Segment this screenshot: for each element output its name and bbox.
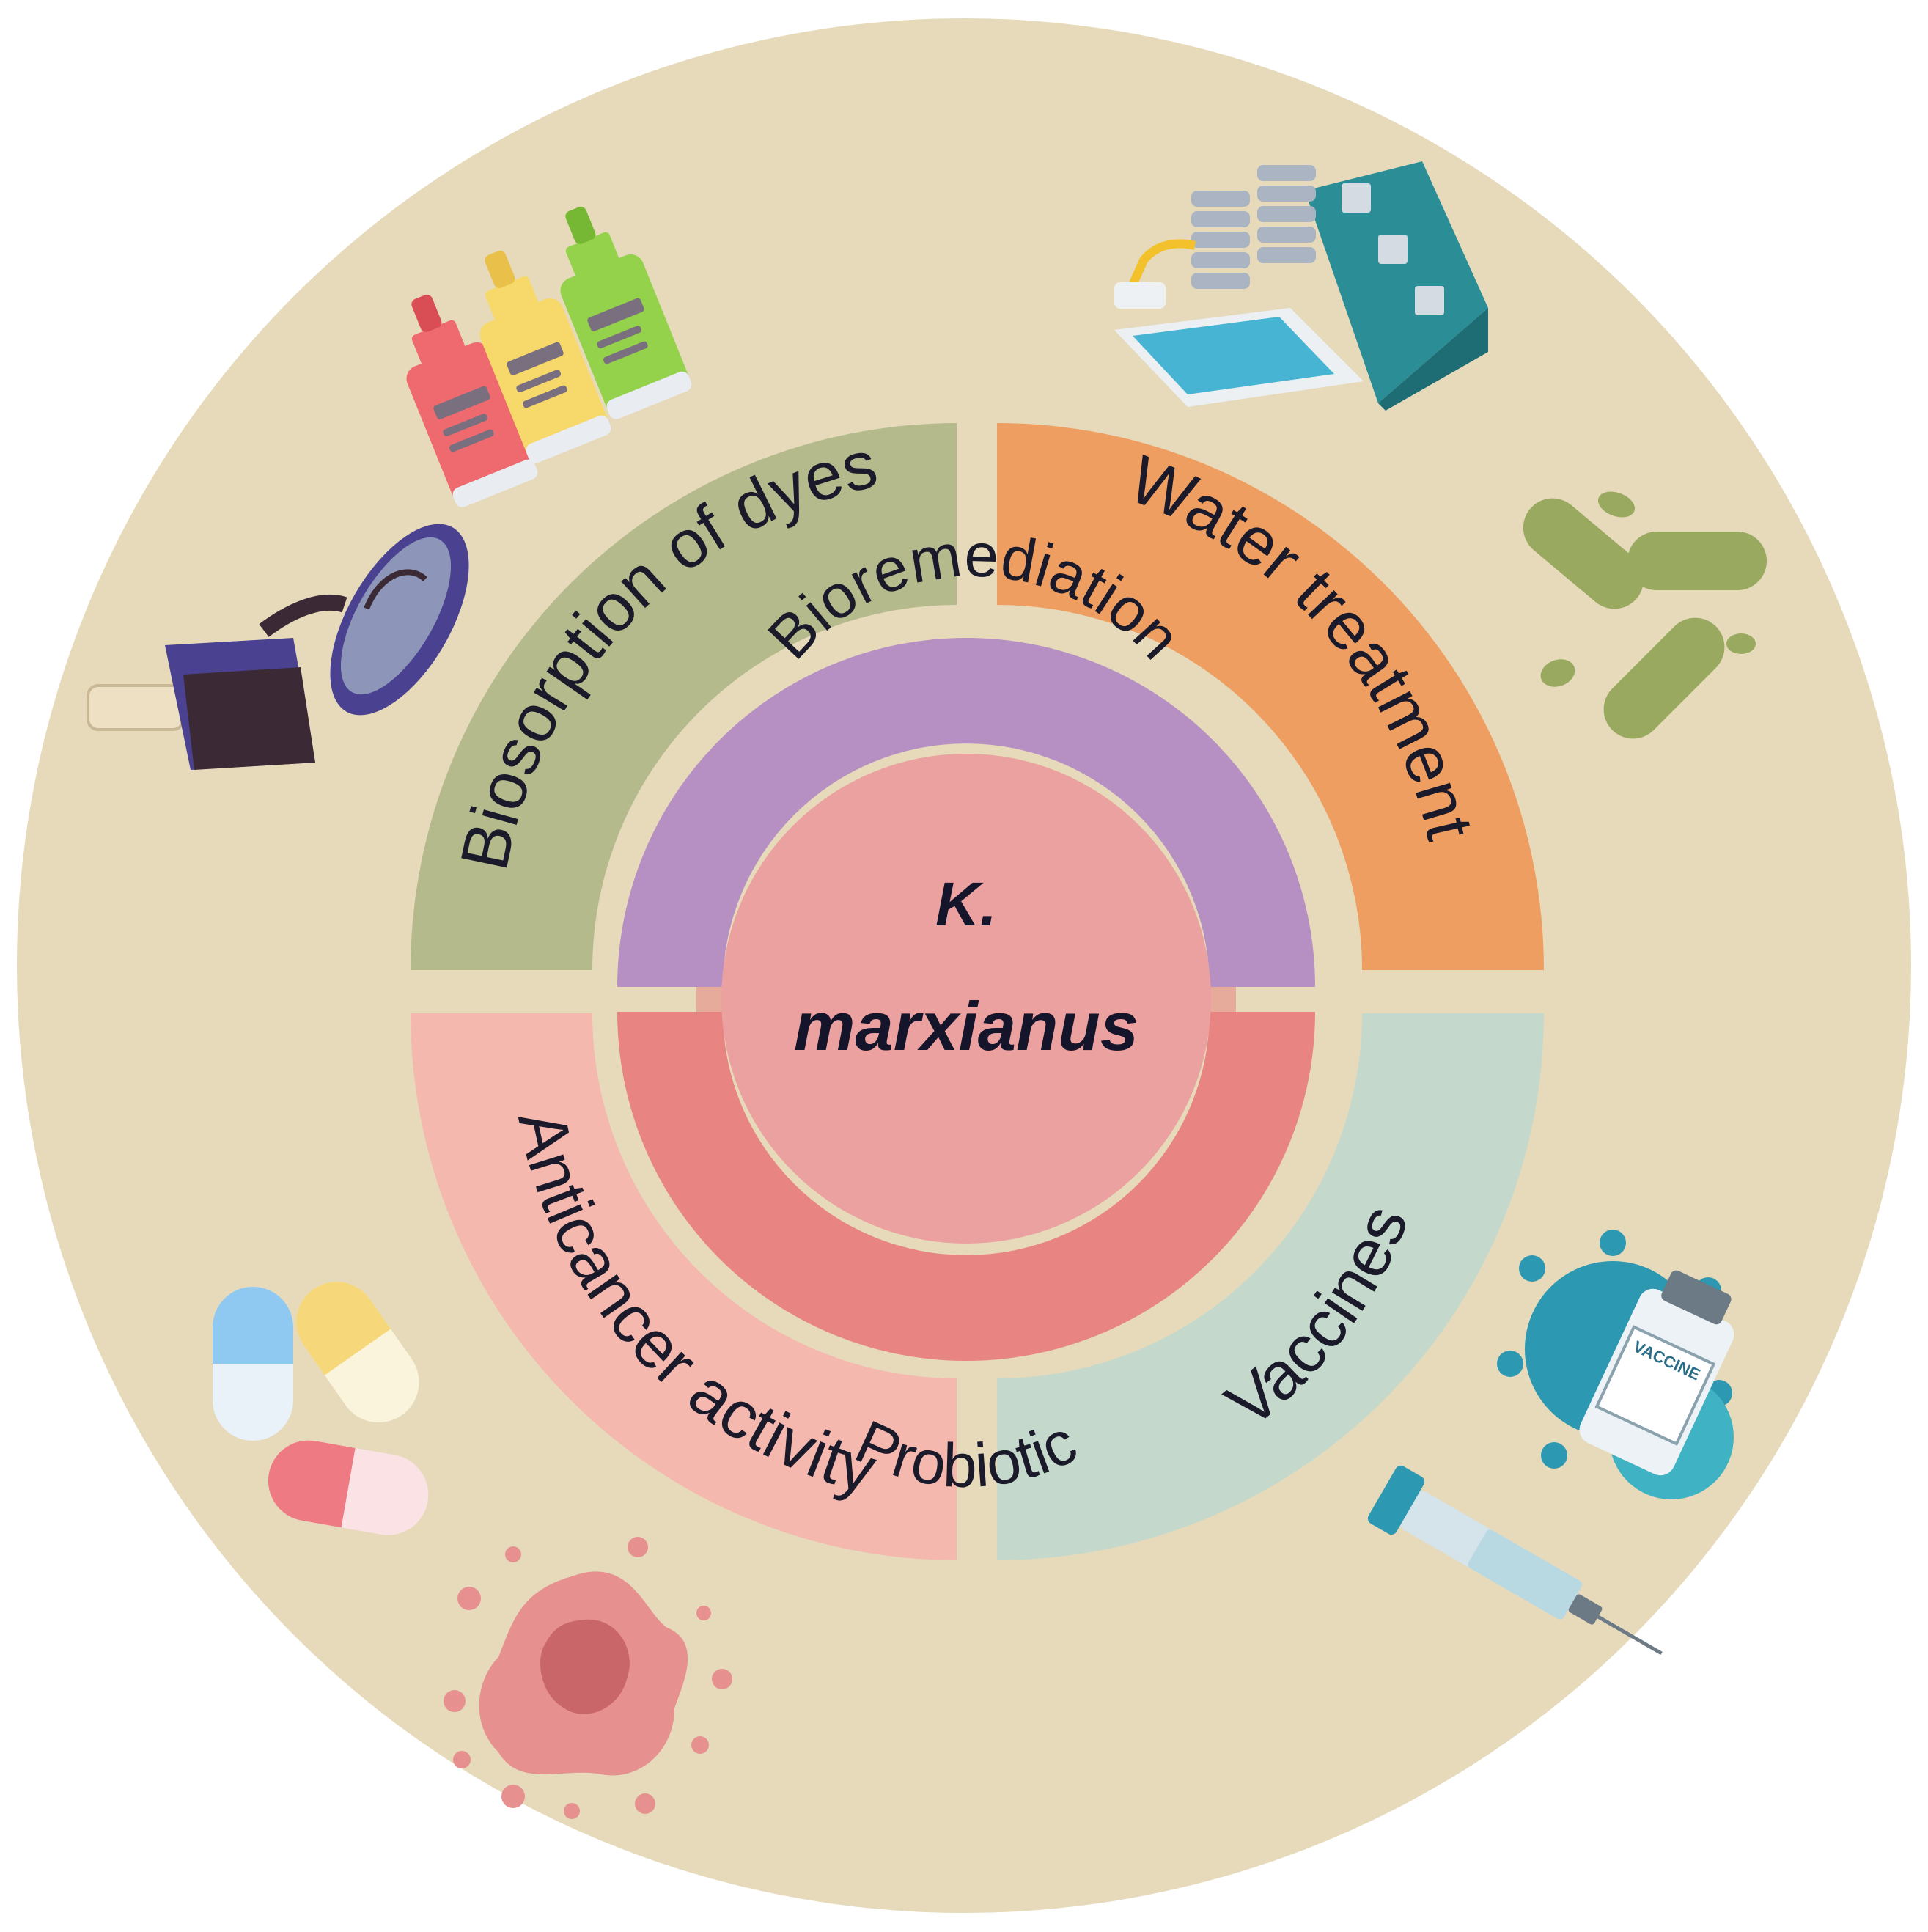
center-circle [721,754,1211,1244]
bacteria-icon [1523,491,1767,739]
quadrant-vaccines [997,1013,1544,1560]
center-line-1: K. [935,870,997,939]
pouring-dye-icon [87,524,469,770]
dye-bottles-icon [406,206,692,507]
quadrant-water-treatment [997,423,1544,970]
center-line-2: marxianus [794,988,1138,1065]
bioremediation-ring [617,638,1315,987]
capsules-icon [213,1282,429,1535]
syringe-icon [1367,1465,1663,1656]
water-treatment-plant-icon [1114,161,1488,411]
cancer-cell-icon [444,1537,732,1819]
vaccine-vial-virus-icon: VACCINE [1497,1230,1734,1499]
probiotic-ring [617,1012,1315,1361]
quadrant-biosorption [411,423,957,970]
quadrant-anticancer [411,1013,957,1560]
